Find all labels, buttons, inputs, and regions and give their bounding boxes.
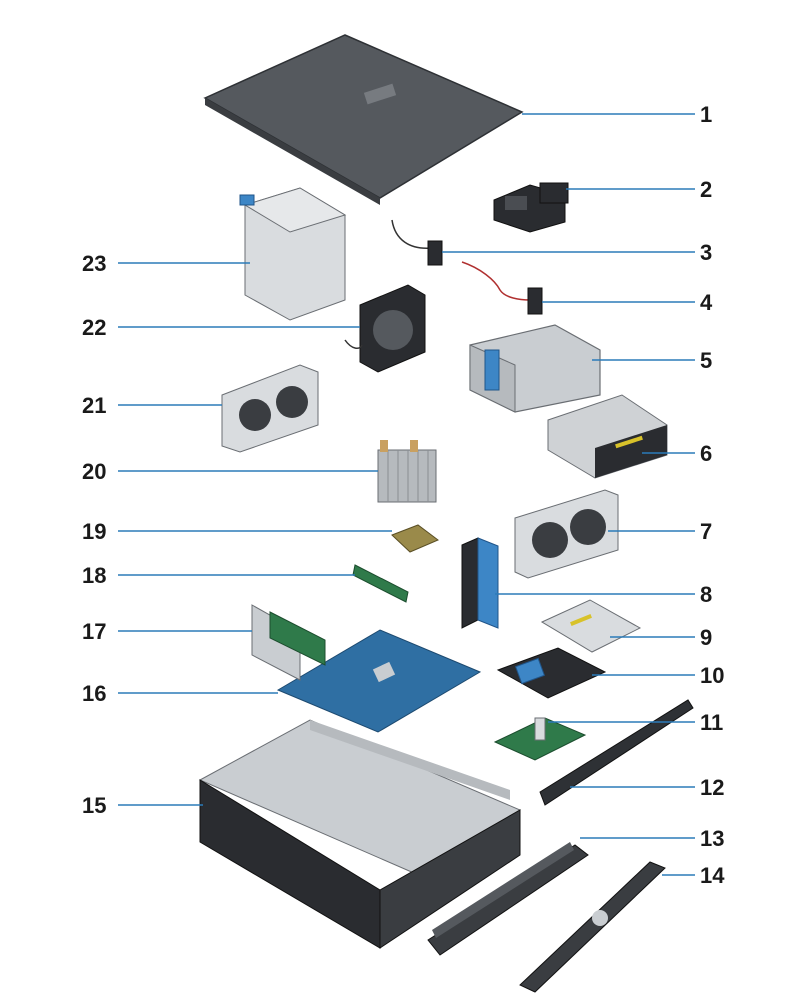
- callout-23: 23: [82, 251, 106, 276]
- callout-20: 20: [82, 459, 106, 484]
- callout-15: 15: [82, 793, 106, 818]
- callout-22: 22: [82, 315, 106, 340]
- intrusion-switch: [391, 219, 443, 266]
- callout-18: 18: [82, 563, 106, 588]
- drive-carrier: [496, 647, 607, 699]
- callout-4: 4: [700, 290, 713, 315]
- callout-14: 14: [700, 863, 725, 888]
- callout-2: 2: [700, 177, 712, 202]
- callout-3: 3: [700, 240, 712, 265]
- callout-labels: 1 2 3 4 5 6 7 8 9 10 11 12 13 14 15 16 1…: [82, 102, 725, 888]
- riser-bracket: [461, 537, 499, 629]
- system-fan: [344, 284, 426, 373]
- side-cover-panel: [203, 34, 524, 205]
- optical-drive: [547, 394, 668, 479]
- leader-lines: [118, 113, 695, 876]
- rear-fan-assembly: [221, 364, 319, 453]
- slim-optical-drive: [540, 599, 642, 653]
- callout-12: 12: [700, 775, 724, 800]
- callout-8: 8: [700, 582, 712, 607]
- callout-5: 5: [700, 348, 712, 373]
- callout-19: 19: [82, 519, 106, 544]
- memory-module: [352, 564, 409, 603]
- graphics-card: [251, 604, 326, 681]
- callout-16: 16: [82, 681, 106, 706]
- callout-11: 11: [700, 710, 723, 735]
- power-supply-unit: [239, 187, 347, 321]
- mesh-panel: [427, 842, 589, 956]
- front-fan-assembly: [514, 489, 619, 579]
- callout-9: 9: [700, 625, 712, 650]
- duct-bracket: [493, 182, 569, 233]
- callout-13: 13: [700, 826, 724, 851]
- drive-cage: [469, 324, 601, 413]
- processor: [391, 524, 439, 553]
- chassis: [198, 719, 521, 949]
- callout-21: 21: [82, 393, 106, 418]
- motherboard: [276, 629, 482, 733]
- bezel-strip: [539, 699, 694, 806]
- heatsink: [377, 440, 437, 503]
- callout-7: 7: [700, 519, 712, 544]
- io-board: [493, 717, 587, 761]
- callout-6: 6: [700, 441, 712, 466]
- front-bezel: [519, 861, 666, 993]
- callout-10: 10: [700, 663, 724, 688]
- callout-1: 1: [700, 102, 712, 127]
- callout-17: 17: [82, 619, 106, 644]
- power-switch-cable: [461, 261, 543, 315]
